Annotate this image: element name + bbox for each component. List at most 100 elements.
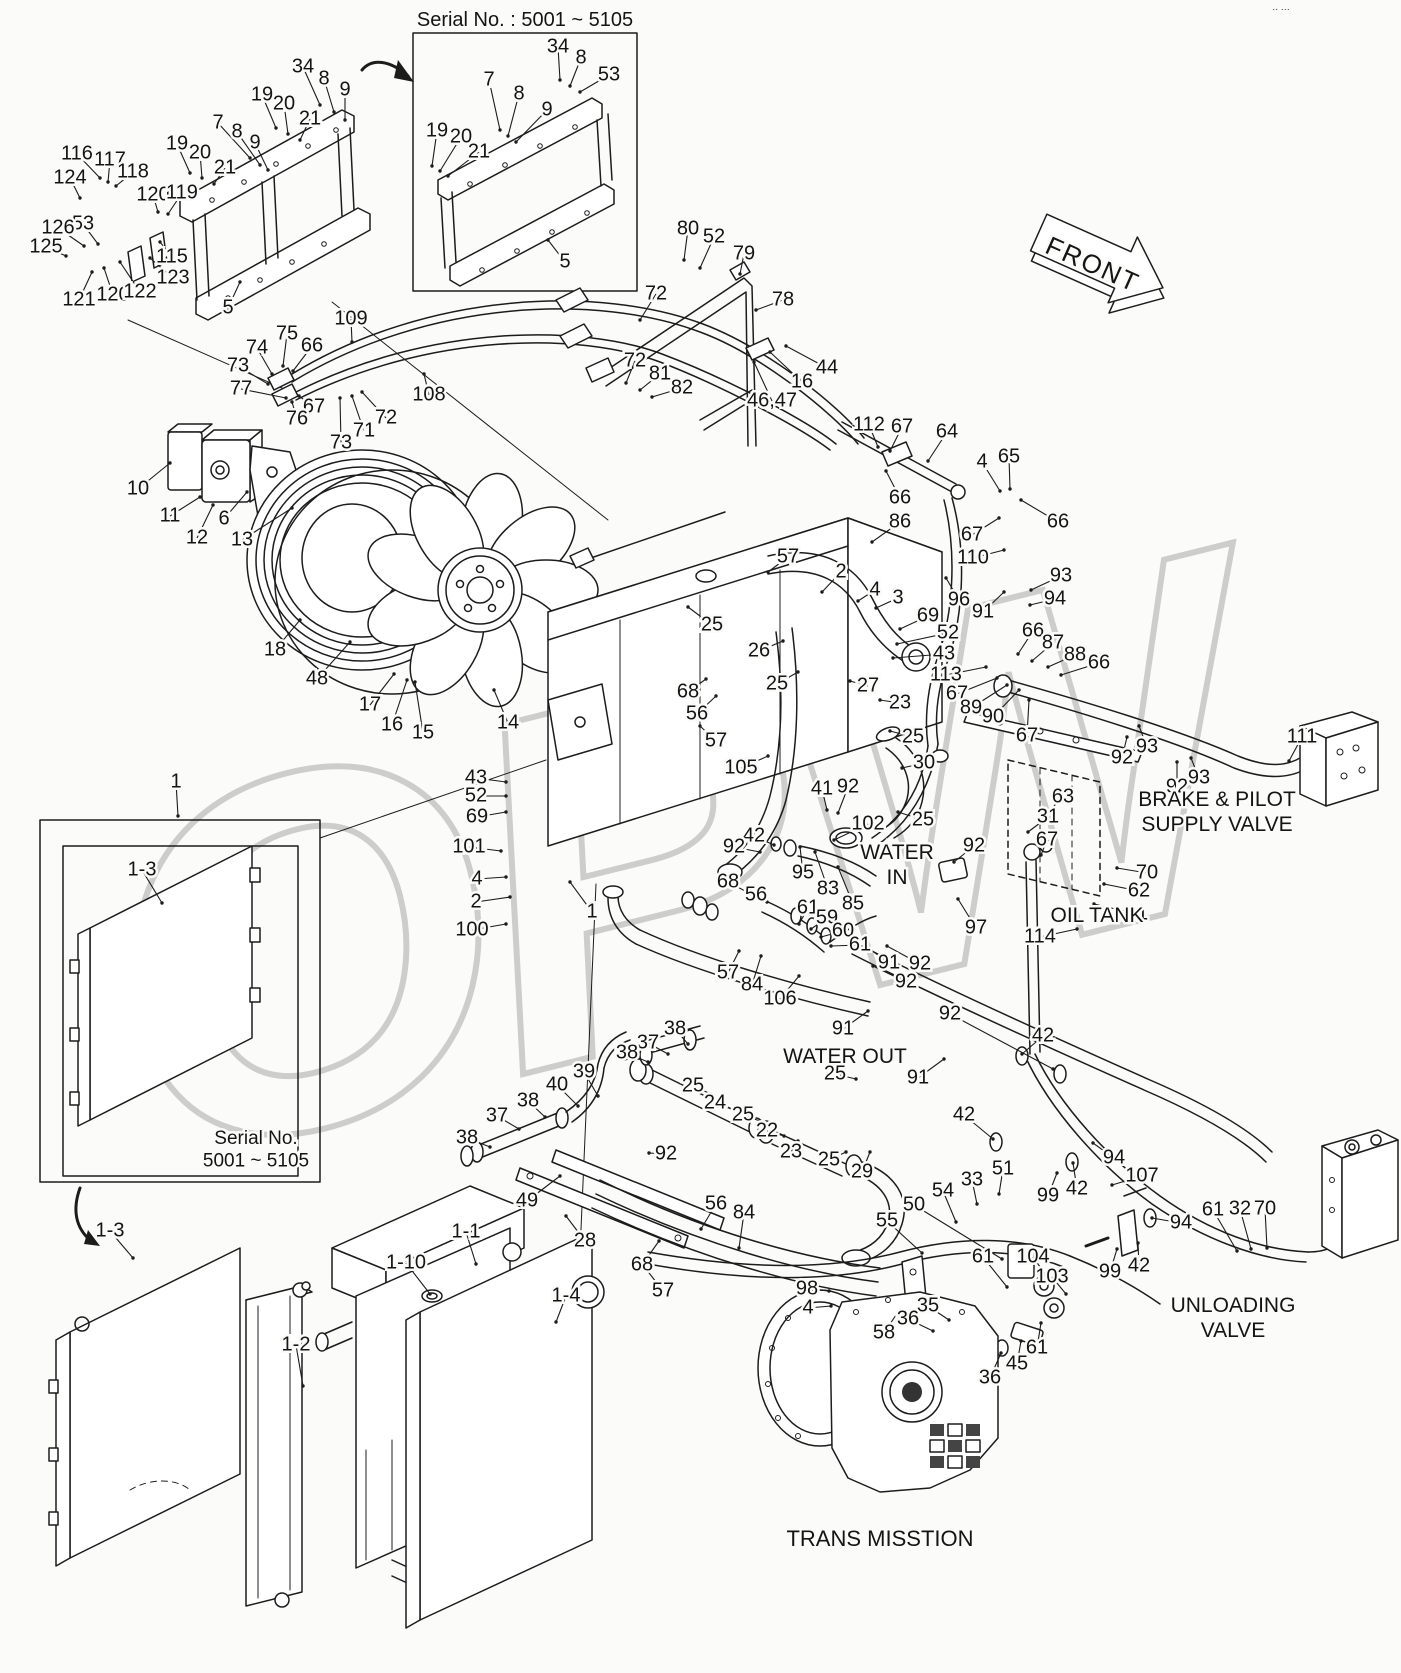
leader-line (283, 103, 289, 135)
leader-line (755, 894, 768, 903)
leader-endpoint (709, 1092, 713, 1096)
leader-endpoint (301, 1384, 305, 1388)
leader-endpoint (1265, 1246, 1269, 1250)
leader-line (971, 1179, 978, 1205)
part-callout-38: 38 (517, 1089, 539, 1111)
leader-endpoint (650, 395, 654, 399)
part-callout-1-10: 1-10 (386, 1251, 426, 1273)
leader-line (256, 347, 273, 375)
part-callout-8: 8 (318, 67, 329, 89)
leader-endpoint (1027, 698, 1031, 702)
part-callout-29: 29 (851, 1160, 873, 1182)
leader-line (647, 1042, 669, 1055)
leader-endpoint (944, 576, 948, 580)
leader-endpoint (825, 808, 829, 812)
leader-line (69, 177, 81, 199)
leader-line (758, 640, 784, 652)
leader-line (109, 1230, 134, 1259)
leader-endpoint (1016, 652, 1020, 656)
part-callout-66: 66 (1022, 619, 1044, 641)
leader-line (687, 606, 713, 626)
leader-endpoint (1092, 902, 1096, 906)
part-callout-64: 64 (936, 420, 958, 442)
part-callout-61: 61 (1026, 1336, 1048, 1358)
leader-line (992, 689, 1020, 718)
leader-line (1212, 1209, 1238, 1252)
leader-endpoint (866, 1009, 870, 1013)
leader-line (1020, 499, 1059, 523)
part-callout-66: 66 (889, 486, 911, 508)
leader-line (842, 1010, 869, 1030)
leader-endpoint (488, 1145, 492, 1149)
part-callout-4: 4 (802, 1296, 813, 1318)
leader-endpoint (797, 922, 801, 926)
part-callout-48: 48 (306, 667, 328, 689)
leader-endpoint (578, 90, 582, 94)
part-callout-95: 95 (792, 861, 814, 883)
leader-line (1039, 928, 1078, 938)
part-callout-25: 25 (732, 1103, 754, 1125)
part-callout-122: 122 (123, 280, 156, 302)
part-callout-8: 8 (575, 46, 586, 68)
right-hoses-brake-valve (837, 421, 1379, 847)
leader-line (1029, 598, 1056, 606)
leader-endpoint (829, 944, 833, 948)
part-callout-69: 69 (917, 604, 939, 626)
part-callout-53: 53 (598, 63, 620, 85)
leader-endpoint (874, 606, 878, 610)
leader-endpoint (784, 344, 788, 348)
leader-endpoint (266, 382, 270, 386)
leader-endpoint (428, 1292, 432, 1296)
part-callout-21: 21 (468, 140, 490, 162)
sub-parts-panels (48, 1185, 605, 1629)
part-callout-4: 4 (471, 867, 482, 889)
leader-endpoint (868, 1150, 872, 1154)
leader-line (298, 395, 315, 408)
water-in-parts (761, 726, 968, 953)
part-callout-45: 45 (1006, 1352, 1028, 1374)
leader-endpoint (891, 656, 895, 660)
leader-line (641, 1240, 660, 1266)
leader-endpoint (298, 618, 302, 622)
leader-line (949, 1013, 1054, 1070)
part-callout-49: 49 (516, 1189, 538, 1211)
leader-endpoint (1287, 759, 1291, 763)
leader-endpoint (82, 244, 86, 248)
part-callout-66: 66 (301, 334, 323, 356)
leader-endpoint (1102, 882, 1106, 886)
part-callout-77: 77 (230, 377, 252, 399)
part-callout-66: 66 (1047, 510, 1069, 532)
leader-endpoint (198, 495, 202, 499)
leader-endpoint (1029, 588, 1033, 592)
leader-endpoint (298, 138, 302, 142)
radiator-assembly (319, 511, 943, 1253)
leader-endpoint (558, 1174, 562, 1178)
part-callout-42: 42 (953, 1103, 975, 1125)
part-callout-124: 124 (53, 166, 86, 188)
part-callout-1-4: 1-4 (552, 1284, 581, 1306)
part-callout-111: 111 (1287, 725, 1317, 747)
part-callout-65: 65 (998, 445, 1020, 467)
leader-endpoint (646, 1060, 650, 1064)
part-callout-68: 68 (717, 870, 739, 892)
leader-endpoint (1039, 817, 1043, 821)
leader-endpoint (1020, 1052, 1024, 1056)
leader-endpoint (504, 780, 508, 784)
leader-line (1121, 736, 1128, 759)
leader-line (868, 424, 879, 448)
leader-line (199, 152, 203, 179)
leader-endpoint (96, 242, 100, 246)
part-callout-92: 92 (723, 835, 745, 857)
part-callout-91: 91 (907, 1066, 929, 1088)
leader-line (103, 267, 114, 296)
leader-line (496, 1115, 520, 1130)
leader-endpoint (848, 679, 852, 683)
leader-endpoint (1064, 1292, 1068, 1296)
leader-endpoint (829, 1304, 833, 1308)
leader-endpoint (984, 665, 988, 669)
leader-endpoint (1189, 756, 1193, 760)
part-callout-73: 73 (330, 431, 352, 453)
leader-endpoint (1051, 1067, 1055, 1071)
leader-line (1111, 1175, 1143, 1186)
